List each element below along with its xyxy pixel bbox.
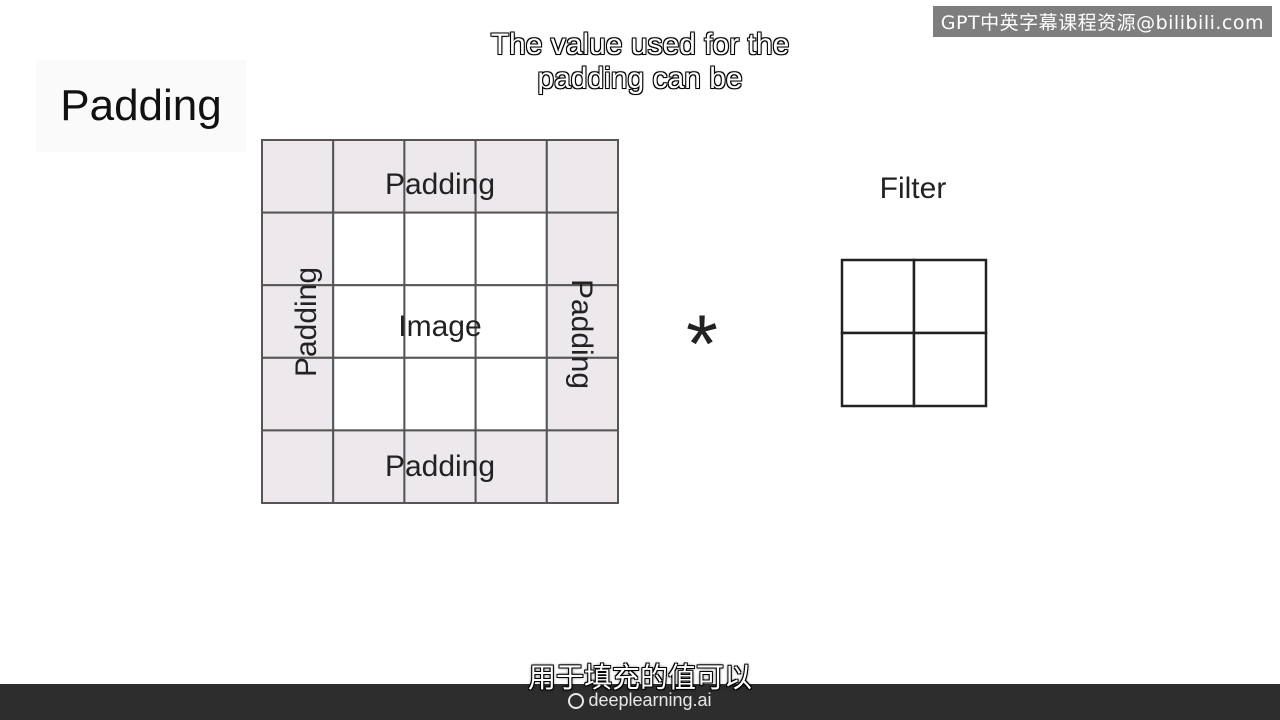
- padding-cell: [545, 284, 619, 359]
- filter-grid: [840, 258, 988, 408]
- image-cell: [403, 284, 477, 359]
- brand-footer: deeplearning.ai: [0, 690, 1280, 711]
- padding-cell: [261, 139, 335, 214]
- filter-cell: [912, 331, 988, 408]
- image-cell: [403, 211, 477, 287]
- image-label: Image: [398, 310, 481, 343]
- image-cell: [332, 356, 406, 432]
- image-cell: [332, 284, 406, 359]
- padding-left-label: Padding: [290, 267, 323, 377]
- image-cell: [474, 356, 548, 432]
- padding-cell: [474, 139, 548, 214]
- padded-image-grid: [261, 139, 619, 504]
- padding-bottom-label: Padding: [385, 450, 495, 483]
- padding-cell: [332, 429, 406, 504]
- filter-cell: [840, 258, 916, 335]
- english-subtitle: The value used for the padding can be: [490, 27, 790, 96]
- padding-cell: [403, 429, 477, 504]
- padding-cell: [474, 429, 548, 504]
- bottom-bar: [0, 684, 1280, 720]
- padding-cell: [261, 356, 335, 432]
- padding-cell: [545, 429, 619, 504]
- slide-title: Padding: [36, 60, 246, 152]
- image-cell: [332, 211, 406, 287]
- padding-cell: [545, 139, 619, 214]
- watermark-badge: GPT中英字幕课程资源@bilibili.com: [932, 6, 1272, 37]
- convolution-operator: *: [686, 299, 718, 390]
- deeplearning-logo-icon: [568, 693, 585, 709]
- brand-text: deeplearning.ai: [588, 690, 712, 710]
- padding-right-label: Padding: [565, 279, 598, 389]
- image-cell: [474, 211, 548, 287]
- padding-cell: [261, 211, 335, 287]
- filter-cell: [840, 331, 916, 408]
- image-cell: [403, 356, 477, 432]
- padding-cell: [261, 429, 335, 504]
- padding-cell: [545, 211, 619, 287]
- image-cell: [474, 284, 548, 359]
- padding-top-label: Padding: [385, 168, 495, 201]
- chinese-subtitle: 用于填充的值可以: [527, 661, 752, 694]
- filter-label: Filter: [880, 172, 947, 205]
- filter-cell: [912, 258, 988, 335]
